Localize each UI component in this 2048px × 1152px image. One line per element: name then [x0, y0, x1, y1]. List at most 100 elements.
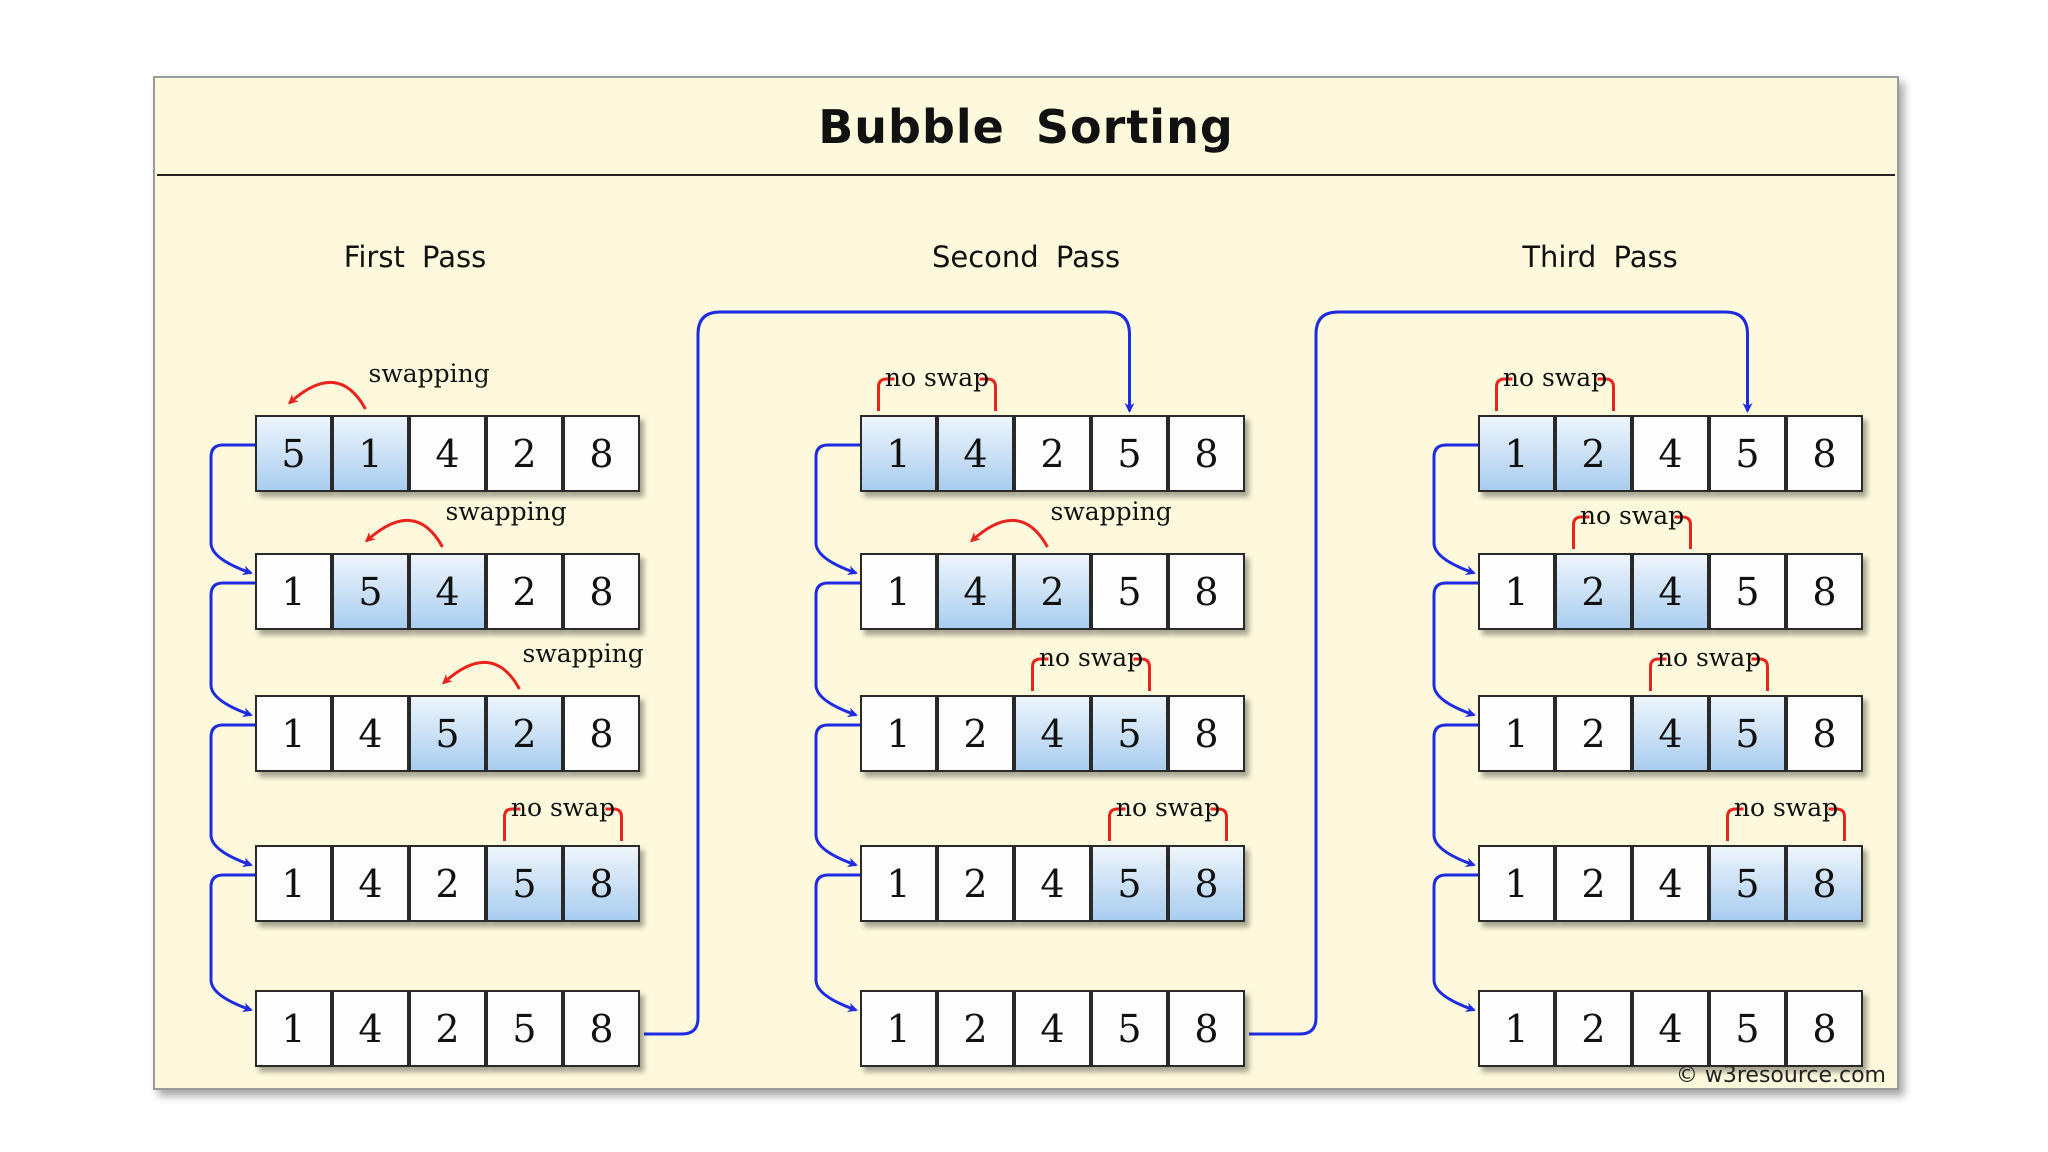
array-cell: 2 [937, 695, 1014, 772]
cell-value: 5 [512, 861, 537, 906]
swap-label: swapping [368, 359, 490, 388]
array-cell: 2 [937, 845, 1014, 922]
pass-label-third: Third Pass [1522, 240, 1678, 274]
array-cell: 4 [1632, 990, 1709, 1067]
array-cell: 2 [486, 553, 563, 630]
cell-value: 2 [435, 861, 460, 906]
array-cell: 4 [1014, 695, 1091, 772]
array-cell: 2 [486, 695, 563, 772]
swap-label: swapping [522, 639, 644, 668]
array-cell: 5 [1709, 990, 1786, 1067]
cell-value: 4 [1040, 861, 1065, 906]
cell-value: 1 [1504, 1006, 1529, 1051]
cell-value: 8 [589, 431, 614, 476]
no-swap-bracket-right [1751, 657, 1769, 691]
array-cell: 1 [860, 845, 937, 922]
array-cell: 5 [1709, 553, 1786, 630]
array-cell: 5 [332, 553, 409, 630]
no-swap-bracket-right [1597, 377, 1615, 411]
cell-value: 8 [1812, 569, 1837, 614]
cell-value: 1 [886, 569, 911, 614]
cell-value: 2 [512, 711, 537, 756]
cell-value: 4 [1040, 711, 1065, 756]
flow-arrow [209, 873, 255, 1013]
cell-value: 8 [1812, 861, 1837, 906]
no-swap-bracket-left [1031, 657, 1049, 691]
array-cell: 4 [1014, 990, 1091, 1067]
cell-value: 2 [1040, 569, 1065, 614]
array-cell: 2 [1555, 695, 1632, 772]
flow-arrow [814, 723, 860, 868]
array-cell: 4 [409, 415, 486, 492]
cell-value: 1 [281, 569, 306, 614]
cell-value: 5 [358, 569, 383, 614]
cell-value: 4 [963, 569, 988, 614]
cell-value: 2 [1581, 711, 1606, 756]
array-cell: 2 [1014, 553, 1091, 630]
cell-value: 4 [358, 861, 383, 906]
array-cell: 8 [563, 845, 640, 922]
cell-value: 2 [1581, 861, 1606, 906]
array-cell: 5 [1709, 845, 1786, 922]
no-swap-bracket-left [1572, 515, 1590, 549]
no-swap-label: no swap [884, 363, 990, 392]
array-cell: 2 [1555, 415, 1632, 492]
array-cell: 8 [1168, 845, 1245, 922]
cell-value: 8 [589, 711, 614, 756]
array-cell: 1 [860, 553, 937, 630]
cell-value: 8 [1194, 1006, 1219, 1051]
cell-value: 2 [963, 711, 988, 756]
cell-value: 1 [1504, 861, 1529, 906]
array-cell: 8 [563, 695, 640, 772]
flow-arrow [209, 581, 255, 718]
no-swap-bracket-right [979, 377, 997, 411]
array-cell: 4 [332, 695, 409, 772]
cell-value: 5 [1117, 1006, 1142, 1051]
array-cell: 8 [1168, 553, 1245, 630]
cell-value: 8 [1194, 431, 1219, 476]
cell-value: 1 [886, 1006, 911, 1051]
array-cell: 8 [1786, 845, 1863, 922]
array-cell: 8 [1786, 553, 1863, 630]
cell-value: 5 [435, 711, 460, 756]
array-cell: 5 [486, 990, 563, 1067]
array-cell: 1 [1478, 695, 1555, 772]
cell-value: 5 [281, 431, 306, 476]
cell-value: 5 [1735, 569, 1760, 614]
array-cell: 5 [409, 695, 486, 772]
cell-value: 4 [435, 431, 460, 476]
cell-value: 4 [1658, 1006, 1683, 1051]
cell-value: 8 [1812, 431, 1837, 476]
array-cell: 1 [860, 990, 937, 1067]
array-cell: 5 [1709, 415, 1786, 492]
cell-value: 8 [1812, 711, 1837, 756]
array-cell: 4 [1632, 845, 1709, 922]
pass-connector-arrow [644, 310, 1135, 1036]
array-cell: 1 [255, 845, 332, 922]
cell-value: 8 [1194, 861, 1219, 906]
no-swap-label: no swap [1038, 643, 1144, 672]
flow-arrow [814, 581, 860, 718]
no-swap-bracket-left [1495, 377, 1513, 411]
array-cell: 8 [1786, 415, 1863, 492]
array-cell: 2 [1555, 553, 1632, 630]
no-swap-bracket-left [503, 807, 521, 841]
no-swap-label: no swap [1115, 793, 1221, 822]
array-cell: 4 [937, 553, 1014, 630]
cell-value: 2 [1581, 569, 1606, 614]
cell-value: 8 [1194, 569, 1219, 614]
array-cell: 2 [486, 415, 563, 492]
flow-arrow [1432, 873, 1478, 1013]
flow-arrow [209, 723, 255, 868]
cell-value: 1 [886, 861, 911, 906]
array-cell: 4 [1014, 845, 1091, 922]
swap-arrow [288, 380, 367, 410]
swap-arrow [442, 660, 521, 690]
array-cell: 2 [1555, 990, 1632, 1067]
array-cell: 1 [1478, 553, 1555, 630]
array-cell: 1 [332, 415, 409, 492]
array-cell: 4 [1632, 553, 1709, 630]
cell-value: 8 [1812, 1006, 1837, 1051]
cell-value: 8 [589, 861, 614, 906]
